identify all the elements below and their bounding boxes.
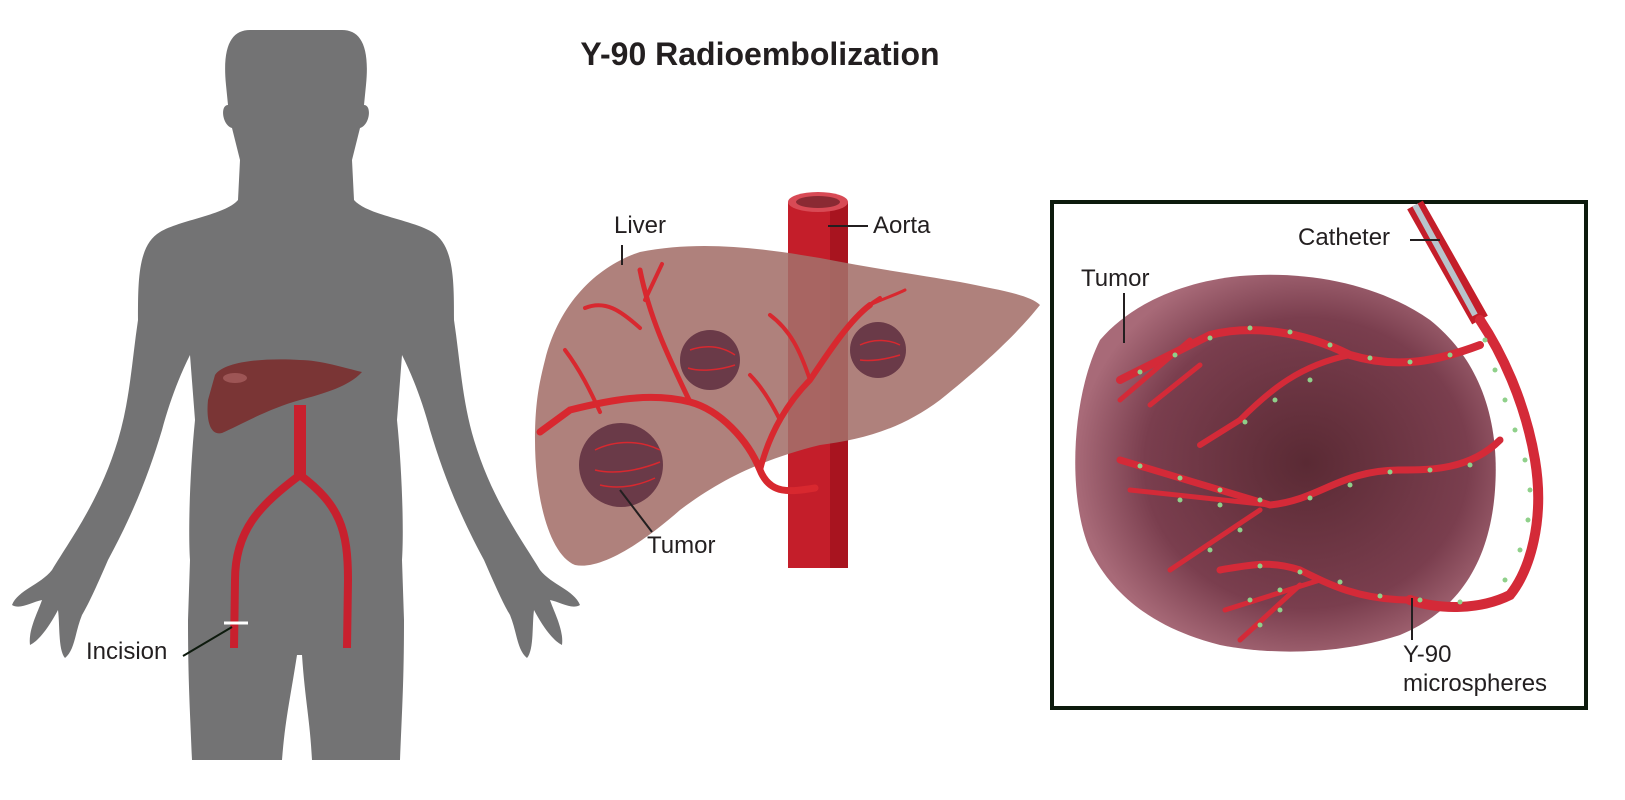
incision-leader-line xyxy=(182,626,233,657)
liver-tumors-icon xyxy=(579,322,906,507)
tumor-label-inset: Tumor xyxy=(1081,265,1150,292)
tumor-leader-line xyxy=(619,489,653,533)
microspheres-label-line2: microspheres xyxy=(1403,670,1548,697)
tumor-vessels-icon xyxy=(1116,315,1544,643)
microsphere-inset-frame xyxy=(1050,200,1588,710)
tumor-label-liver: Tumor xyxy=(647,532,716,559)
body-silhouette-panel xyxy=(12,30,580,760)
artery-path-icon xyxy=(230,405,353,649)
liver-label: Liver xyxy=(614,212,667,239)
microspheres-icon xyxy=(1137,325,1533,628)
incision-label: Incision xyxy=(86,638,168,665)
hepatic-artery-tree-icon xyxy=(536,262,907,495)
liver-panel xyxy=(535,192,1040,568)
aorta-label: Aorta xyxy=(873,212,931,239)
catheter-icon xyxy=(1407,200,1488,325)
tumor-large-icon xyxy=(1075,274,1496,652)
liver-small-icon xyxy=(207,359,362,434)
catheter-label: Catheter xyxy=(1298,224,1391,251)
microspheres-label-line1: Y-90 xyxy=(1403,641,1452,668)
diagram-title: Y-90 Radioembolization xyxy=(580,36,940,72)
